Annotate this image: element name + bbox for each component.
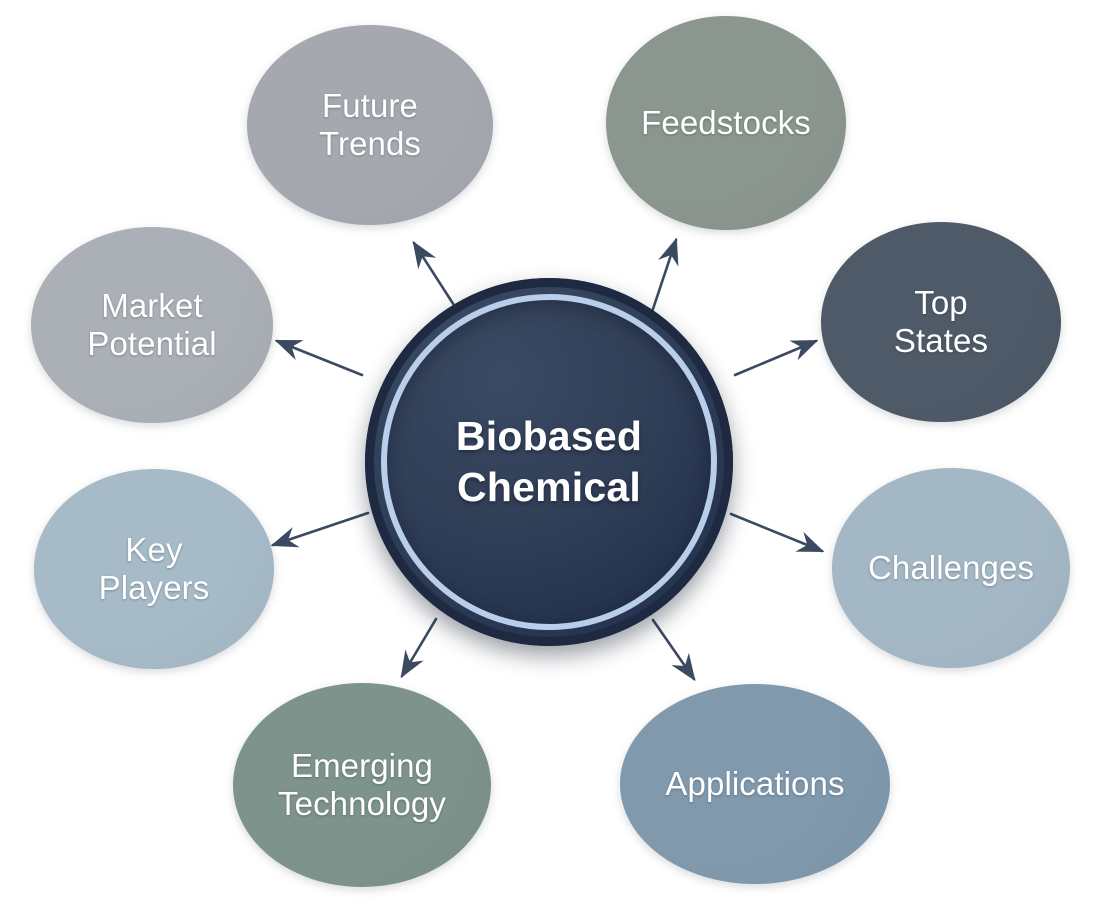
node-label-feedstocks: Feedstocks bbox=[641, 103, 811, 141]
node-key-players[interactable]: Key Players bbox=[34, 469, 274, 669]
arrow-to-market-potential bbox=[274, 339, 364, 377]
node-feedstocks[interactable]: Feedstocks bbox=[606, 16, 846, 230]
node-challenges[interactable]: Challenges bbox=[832, 468, 1070, 668]
node-label-challenges: Challenges bbox=[867, 548, 1035, 586]
center-hub-node[interactable]: Biobased Chemical bbox=[365, 278, 733, 646]
node-label-key-players: Key Players bbox=[98, 530, 210, 606]
node-label-market-potential: Market Potential bbox=[87, 286, 217, 362]
arrow-to-emerging-technology bbox=[400, 617, 438, 679]
node-future-trends[interactable]: Future Trends bbox=[247, 25, 493, 225]
node-applications[interactable]: Applications bbox=[620, 684, 890, 884]
arrow-to-key-players bbox=[270, 511, 370, 548]
node-label-applications: Applications bbox=[665, 764, 845, 802]
node-label-emerging-technology: Emerging Technology bbox=[278, 746, 446, 822]
arrow-to-challenges bbox=[729, 512, 825, 553]
node-top-states[interactable]: Top States bbox=[821, 222, 1061, 422]
center-hub-ring bbox=[381, 294, 717, 630]
node-label-top-states: Top States bbox=[893, 283, 989, 359]
node-market-potential[interactable]: Market Potential bbox=[31, 227, 273, 423]
node-label-future-trends: Future Trends bbox=[318, 86, 422, 162]
node-emerging-technology[interactable]: Emerging Technology bbox=[233, 683, 491, 887]
arrow-to-top-states bbox=[733, 339, 819, 377]
arrow-to-applications bbox=[651, 618, 696, 682]
center-hub-label: Biobased Chemical bbox=[455, 413, 643, 510]
